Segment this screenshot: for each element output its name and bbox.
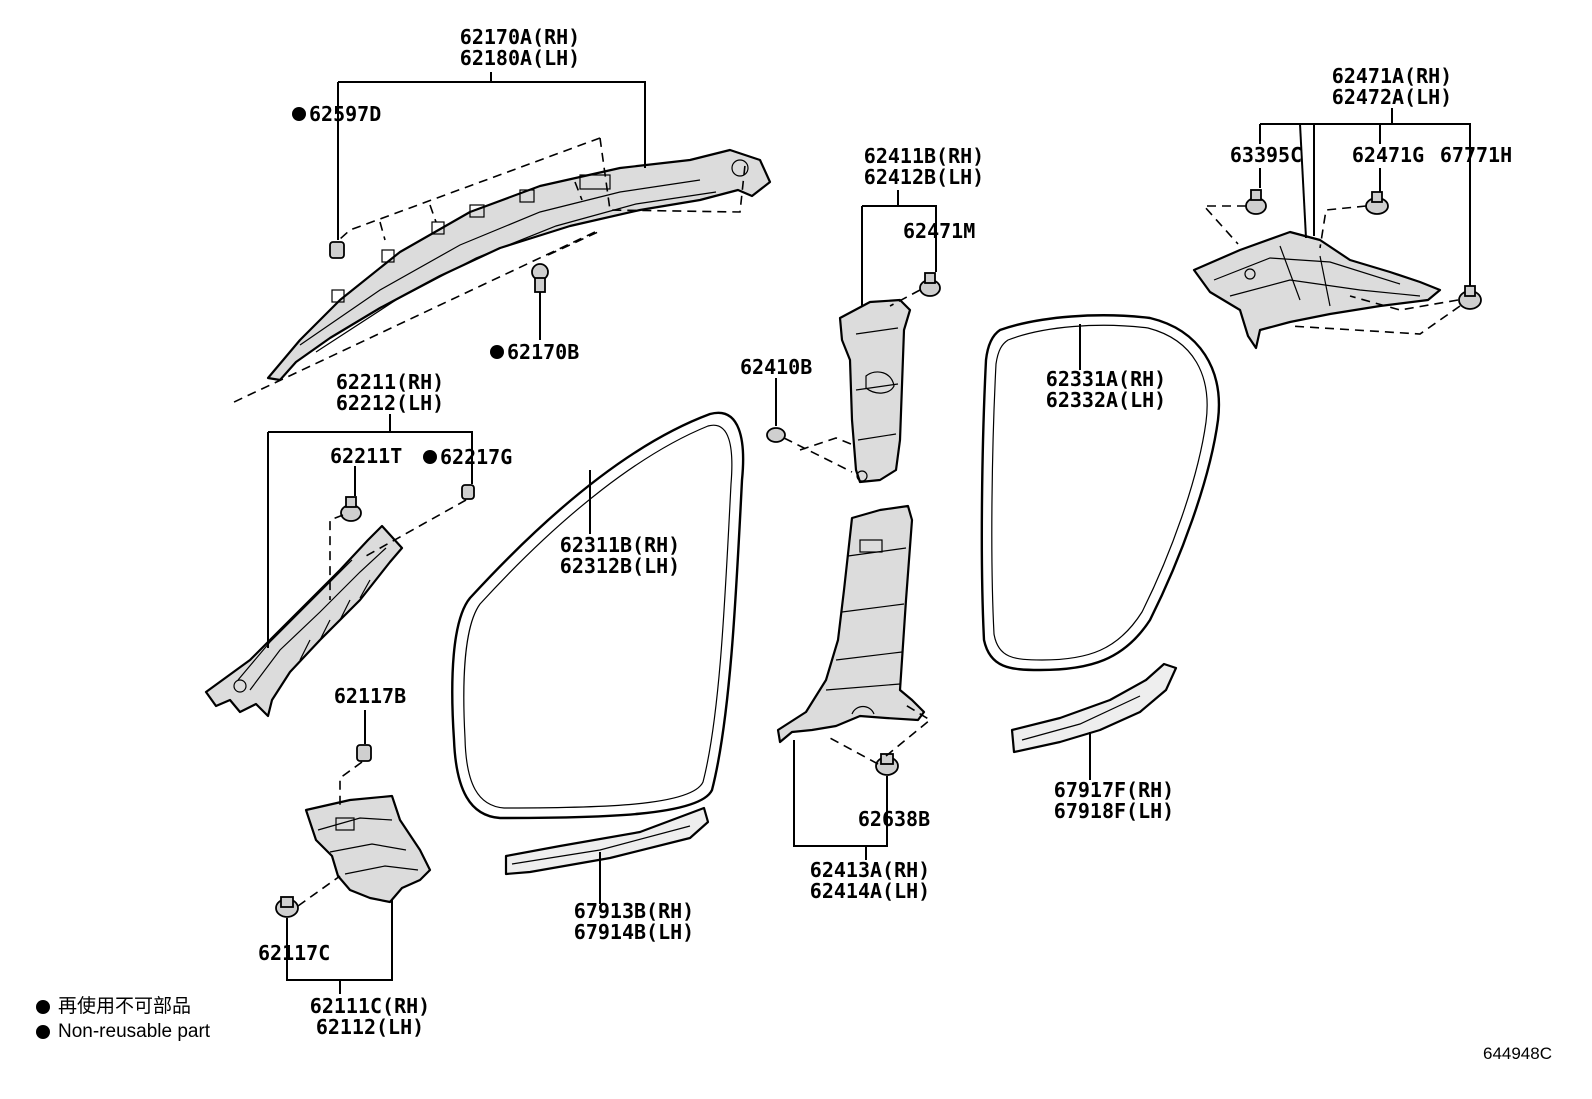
label-front-door-seal-lh: 62312B(LH) — [560, 554, 680, 578]
front-pillar-clip-62217G-icon — [461, 484, 475, 500]
label-front-scuff-lh: 67914B(LH) — [574, 920, 694, 944]
cowl-side-trim-part — [304, 794, 432, 904]
label-rear-door-seal-lh: 62332A(LH) — [1046, 388, 1166, 412]
label-clip-62471G: 62471G — [1352, 143, 1424, 167]
center-pillar-upper-garnish-part — [838, 298, 912, 484]
front-pillar-dashes — [329, 499, 467, 600]
center-upper-leaders — [775, 190, 937, 426]
label-clip-67771H: 67771H — [1440, 143, 1512, 167]
label-rear-scuff-rh: 67917F(RH) — [1054, 778, 1174, 802]
label-rear-scuff-lh: 67918F(LH) — [1054, 799, 1174, 823]
rear-door-weatherstrip-part — [980, 314, 1221, 672]
label-clip-62217G: 62217G — [440, 445, 512, 469]
roof-side-garnish-part — [266, 148, 772, 382]
non-reusable-dot-icon — [292, 107, 306, 121]
center-lower-dashes — [829, 703, 932, 765]
roof-side-dashes — [231, 137, 746, 404]
quarter-leaders — [1259, 108, 1471, 286]
center-lower-leaders — [793, 740, 888, 860]
front-scuff-plate-part — [504, 806, 710, 876]
label-center-pillar-upper-rh: 62411B(RH) — [864, 144, 984, 168]
cowl-clip-62117B-icon — [356, 744, 372, 762]
quarter-clip-63395C-icon — [1245, 189, 1267, 215]
legend-english-text: Non-reusable part — [58, 1021, 211, 1042]
non-reusable-dot-icon — [490, 345, 504, 359]
label-clip-62211T: 62211T — [330, 444, 402, 468]
non-reusable-dot-icon — [423, 450, 437, 464]
label-front-pillar-rh: 62211(RH) — [336, 370, 444, 394]
center-upper-clip-62471M-icon — [919, 272, 941, 297]
label-front-pillar-lh: 62212(LH) — [336, 391, 444, 415]
legend-dot-icon — [36, 999, 50, 1014]
quarter-clip-67771H-icon — [1458, 285, 1482, 310]
front-door-weatherstrip-part — [451, 411, 745, 820]
label-quarter-trim-rh: 62471A(RH) — [1332, 64, 1452, 88]
front-pillar-clip-62211T-icon — [340, 496, 362, 522]
center-pillar-lower-garnish-part — [776, 504, 926, 744]
quarter-trim-part — [1192, 230, 1442, 350]
label-clip-62597D: 62597D — [309, 102, 381, 126]
legend-dot-icon — [36, 1024, 50, 1039]
label-quarter-trim-lh: 62472A(LH) — [1332, 85, 1452, 109]
label-clip-63395C: 63395C — [1230, 143, 1302, 167]
rear-scuff-plate-part — [1010, 662, 1178, 754]
label-center-pillar-lower-lh: 62414A(LH) — [810, 879, 930, 903]
label-cowl-side-lh: 62112(LH) — [316, 1015, 424, 1039]
center-lower-clip-62638B-icon — [875, 753, 899, 776]
legend-row-japanese: 再使用不可部品 — [36, 994, 210, 1019]
label-clip-62170B: 62170B — [507, 340, 579, 364]
quarter-clip-62471G-icon — [1365, 191, 1389, 215]
quarter-dashes — [1202, 205, 1461, 335]
label-front-door-seal-rh: 62311B(RH) — [560, 533, 680, 557]
legend-japanese-text: 再使用不可部品 — [58, 996, 192, 1017]
label-clip-62117B: 62117B — [334, 684, 406, 708]
cowl-leaders — [286, 710, 393, 994]
cowl-clip-62117C-icon — [275, 896, 299, 918]
label-center-pillar-lower-rh: 62413A(RH) — [810, 858, 930, 882]
clip-62170B-icon — [531, 263, 549, 293]
center-upper-dashes — [783, 289, 921, 473]
front-pillar-leaders — [267, 414, 473, 648]
label-front-scuff-rh: 67913B(RH) — [574, 899, 694, 923]
label-rear-door-seal-rh: 62331A(RH) — [1046, 367, 1166, 391]
legend-row-english: Non-reusable part — [36, 1019, 210, 1044]
label-clip-62638B: 62638B — [858, 807, 930, 831]
label-clip-62410B: 62410B — [740, 355, 812, 379]
label-roof-side-lh: 62180A(LH) — [460, 46, 580, 70]
label-roof-side-rh: 62170A(RH) — [460, 25, 580, 49]
label-clip-62471M: 62471M — [903, 219, 975, 243]
clip-62597D-icon — [329, 241, 345, 259]
label-center-pillar-upper-lh: 62412B(LH) — [864, 165, 984, 189]
cowl-dashes — [297, 761, 363, 907]
roof-side-leaders — [337, 72, 646, 340]
label-cowl-side-rh: 62111C(RH) — [310, 994, 430, 1018]
diagram-id: 644948C — [1482, 1044, 1552, 1063]
label-clip-62117C: 62117C — [258, 941, 330, 965]
front-pillar-garnish-part — [204, 524, 404, 718]
legend: 再使用不可部品 Non-reusable part — [36, 994, 210, 1044]
center-upper-clip-62410B-icon — [766, 427, 786, 443]
